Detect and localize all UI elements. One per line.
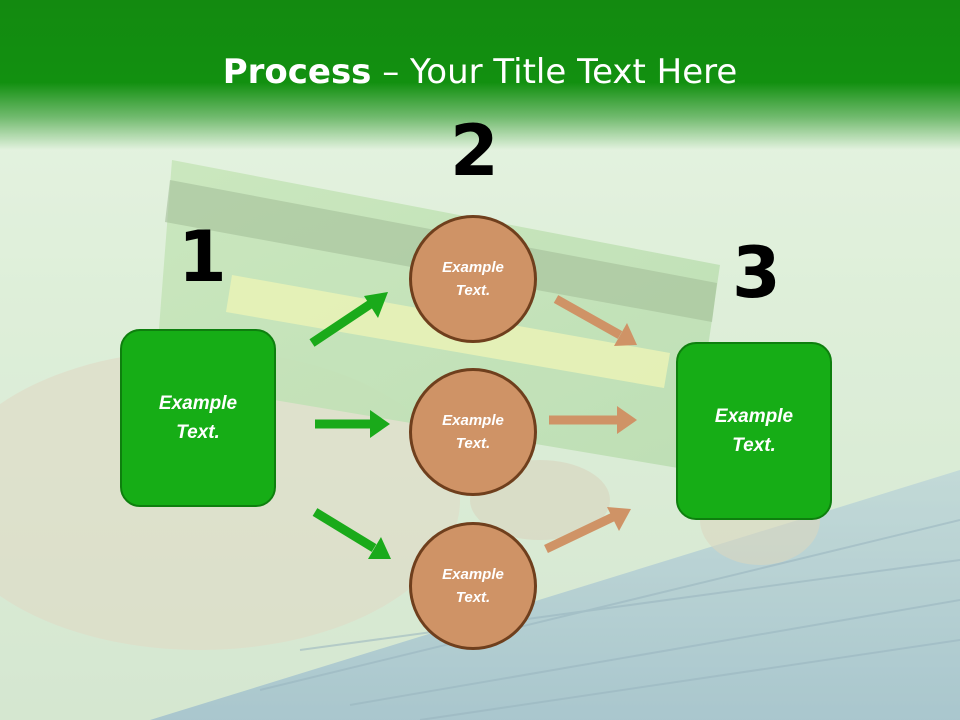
arrow-brown-up (544, 507, 631, 554)
step-2-circle-bottom: Example Text. (409, 522, 537, 650)
title-bold: Process (222, 52, 372, 92)
title-rest: – Your Title Text Here (371, 52, 738, 92)
step-2-label-middle: Example Text. (442, 412, 504, 452)
step-3-label: Example Text. (714, 406, 794, 456)
step-3-box: Example Text. (676, 342, 832, 520)
step-2-circle-middle: Example Text. (409, 368, 537, 496)
arrow-green-down (312, 508, 391, 559)
arrow-green-up (309, 292, 388, 347)
arrow-brown-right (549, 406, 637, 434)
step-2-number: 2 (450, 110, 499, 192)
step-1-number: 1 (178, 216, 227, 298)
step-1-label: Example Text. (158, 393, 238, 443)
arrow-green-right (315, 410, 390, 438)
step-2-label-bottom: Example Text. (442, 566, 504, 606)
slide-title: Process – Your Title Text Here (0, 52, 960, 92)
step-2-label-top: Example Text. (442, 259, 504, 299)
arrow-brown-down (553, 295, 637, 346)
step-2-circle-top: Example Text. (409, 215, 537, 343)
title-bar (0, 0, 960, 150)
step-3-number: 3 (732, 232, 781, 314)
step-1-box: Example Text. (120, 329, 276, 507)
